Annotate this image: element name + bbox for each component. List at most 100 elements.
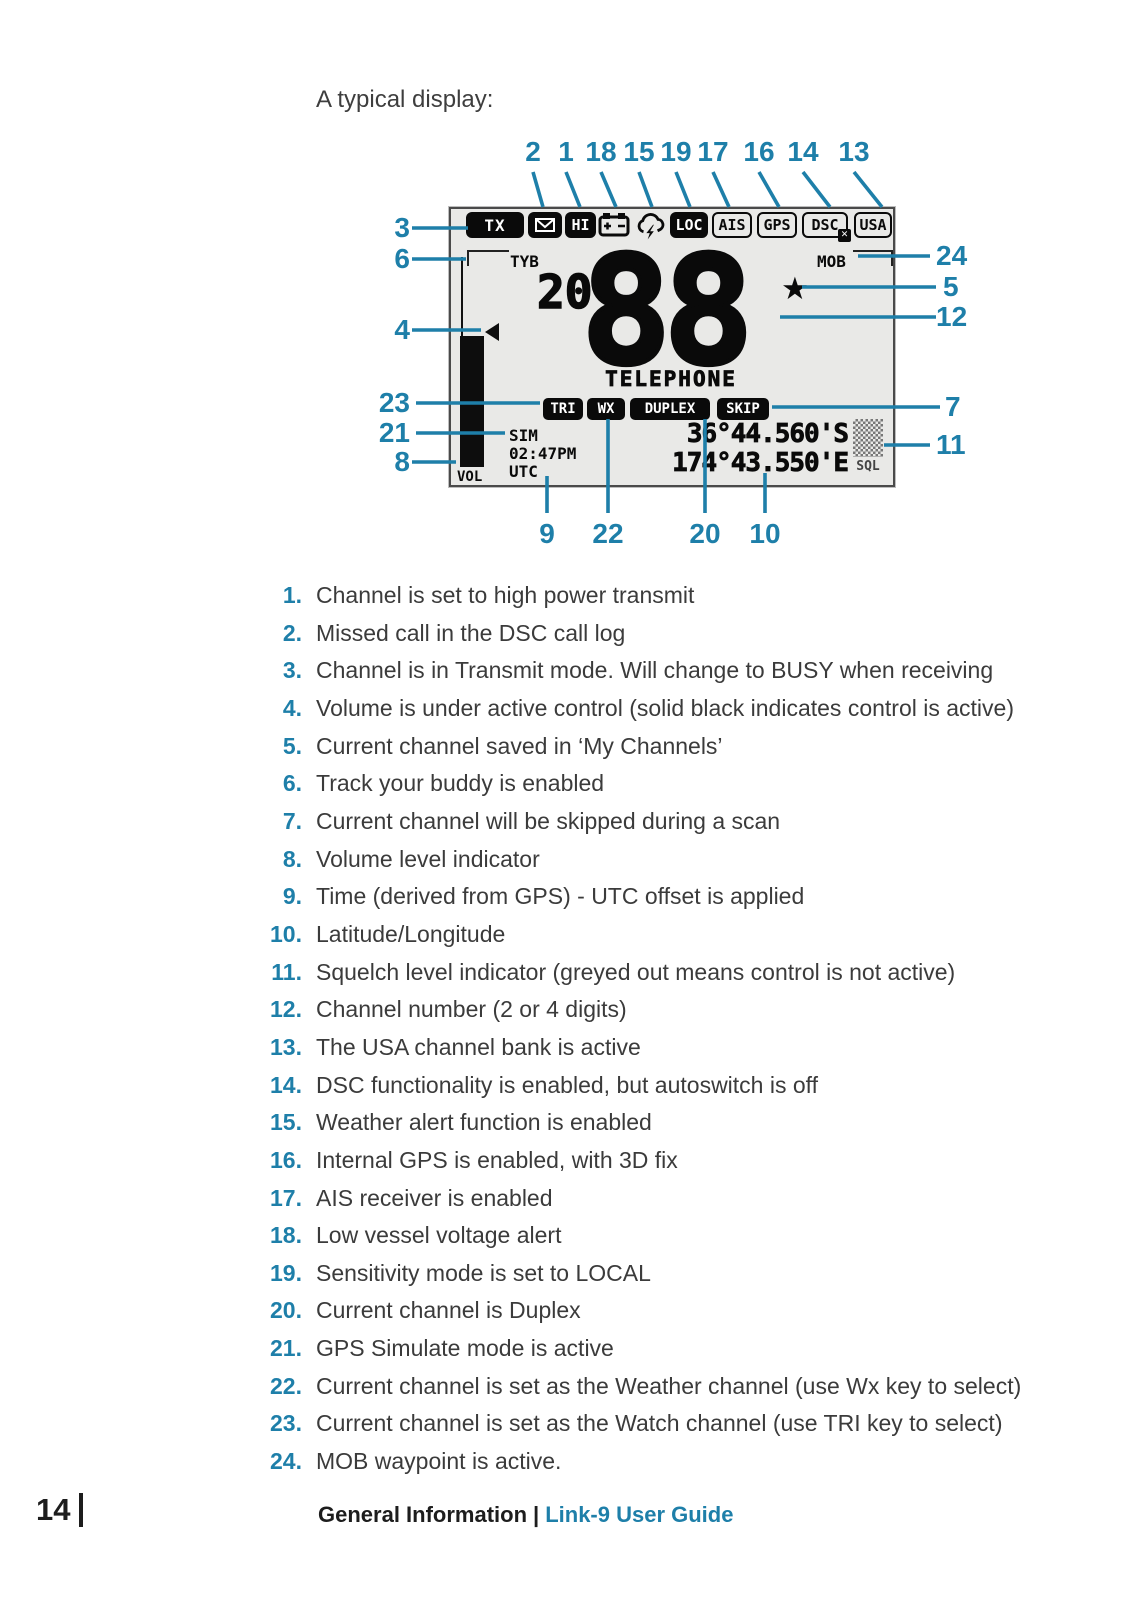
legend-number: 2. [282,619,302,646]
legend-number: 16. [270,1146,302,1173]
sim-time-block: SIM 02:47PM UTC [509,427,576,481]
intro-caption: A typical display: [316,86,494,113]
legend-item-22: 22.Current channel is set as the Weather… [0,1368,1128,1406]
legend-text: Weather alert function is enabled [316,1109,652,1136]
legend-number: 14. [270,1071,302,1098]
legend-number: 22. [270,1372,302,1399]
legend-item-15: 15. Weather alert function is enabled [0,1104,1128,1142]
callout-2: 2 [525,136,541,167]
legend-item-19: 19.Sensitivity mode is set to LOCAL [0,1255,1128,1293]
legend-number: 19. [270,1259,302,1286]
callout-16: 16 [743,136,775,167]
time-value: 02:47PM [509,444,577,463]
callout-22: 22 [592,518,624,549]
corner-bracket-left [467,250,509,266]
callout-20: 20 [689,518,721,549]
legend-text: MOB waypoint is active. [316,1448,562,1475]
legend-item-21: 21. GPS Simulate mode is active [0,1330,1128,1368]
skip-badge: SKIP [717,398,769,420]
missed-call-envelope-icon [528,212,562,238]
legend-text: Volume is under active control (solid bl… [316,694,1014,721]
channel-number-digits: 88 [579,225,756,399]
legend-text: GPS Simulate mode is active [316,1335,614,1362]
volume-track-line [461,257,463,337]
legend-text: Squelch level indicator (greyed out mean… [316,958,956,985]
legend-number: 6. [282,770,302,797]
legend-text: Channel is in Transmit mode. Will change… [316,657,994,684]
legend-item-9: 9. Time (derived from GPS) - UTC offset i… [0,878,1128,916]
legend-text: Current channel saved in ‘My Channels’ [316,732,723,759]
legend-text: Channel number (2 or 4 digits) [316,996,627,1023]
legend-text: AIS receiver is enabled [316,1184,553,1211]
footer-title: General Information|Link-9 User Guide [318,1502,733,1528]
footer-guide-title: Link-9 User Guide [545,1502,734,1527]
legend-item-7: 7. Current channel will be skipped during… [0,803,1128,841]
legend-text: Current channel will be skipped during a… [316,807,781,834]
legend-number: 13. [270,1033,302,1060]
legend-item-11: 11.Squelch level indicator (greyed out m… [0,954,1128,992]
callout-13: 13 [838,136,870,167]
tri-watch-badge: TRI [543,398,583,420]
callout-19: 19 [660,136,692,167]
channel-name-label: TELEPHONE [605,367,737,392]
footer-section: General Information [318,1502,528,1527]
legend-item-16: 16. Internal GPS is enabled, with 3D fix [0,1142,1128,1180]
legend-item-1: 1.Channel is set to high power transmit [0,577,1128,615]
callout-4: 4 [394,314,410,345]
legend-text: Missed call in the DSC call log [316,619,626,646]
legend-item-18: 18.Low vessel voltage alert [0,1217,1128,1255]
legend-item-5: 5. Current channel saved in ‘My Channels’ [0,728,1128,766]
legend-text: Time (derived from GPS) - UTC offset is … [316,883,805,910]
wx-weather-badge: WX [587,398,625,420]
legend-number: 24. [270,1448,302,1475]
position-block: 36°44.560'S 174°43.550'E [601,419,850,478]
callout-5: 5 [943,271,959,302]
legend-item-3: 3. Channel is in Transmit mode. Will chan… [0,652,1128,690]
ais-badge: AIS [712,212,752,238]
callout-24: 24 [936,240,968,271]
usa-channel-bank-badge: USA [854,212,892,238]
legend-number: 21. [270,1335,302,1362]
legend-text: Current channel is Duplex [316,1297,581,1324]
legend-item-8: 8.Volume level indicator [0,841,1128,879]
legend-number: 15. [270,1109,302,1136]
callout-23: 23 [378,387,410,418]
legend-text: Track your buddy is enabled [316,770,605,797]
lcd-display-panel: TX HI LOC AIS GPS DSC✕ USA TYB MOB VOL 2… [448,206,896,488]
volume-label: VOL [457,469,483,485]
legend-text: Internal GPS is enabled, with 3D fix [316,1146,678,1173]
gps-badge: GPS [757,212,797,238]
duplex-badge: DUPLEX [630,398,710,420]
callout-12: 12 [936,301,968,332]
legend-number: 5. [282,732,302,759]
dsc-autoswitch-off-icon: ✕ [838,229,851,242]
callout-9: 9 [539,518,555,549]
legend-number: 18. [270,1222,302,1249]
callout-15: 15 [623,136,655,167]
legend-number: 7. [282,807,302,834]
callout-6: 6 [394,243,410,274]
utc-label: UTC [509,462,538,481]
legend-text: Volume level indicator [316,845,540,872]
loc-sensitivity-badge: LOC [670,212,708,238]
legend-number: 4. [282,694,302,721]
legend-number: 20. [270,1297,302,1324]
legend-item-14: 14.DSC functionality is enabled, but aut… [0,1067,1128,1105]
channel-prefix-digits: 20 [536,265,593,319]
legend-number: 3. [282,657,302,684]
dsc-badge-label: DSC [811,216,839,234]
legend-number: 9. [282,883,302,910]
callout-7: 7 [945,391,961,422]
volume-active-triangle-icon [485,323,499,341]
legend-item-12: 12.Channel number (2 or 4 digits) [0,991,1128,1029]
latitude-value: 36°44.560'S [686,419,849,449]
legend-number: 17. [270,1184,302,1211]
legend-list: 1.Channel is set to high power transmit … [0,577,1128,1481]
legend-item-24: 24. MOB waypoint is active. [0,1443,1128,1481]
legend-text: Latitude/Longitude [316,920,506,947]
legend-number: 23. [270,1410,302,1437]
squelch-label: SQL [856,459,880,474]
mob-label: MOB [817,252,846,271]
legend-item-10: 10.Latitude/Longitude [0,916,1128,954]
